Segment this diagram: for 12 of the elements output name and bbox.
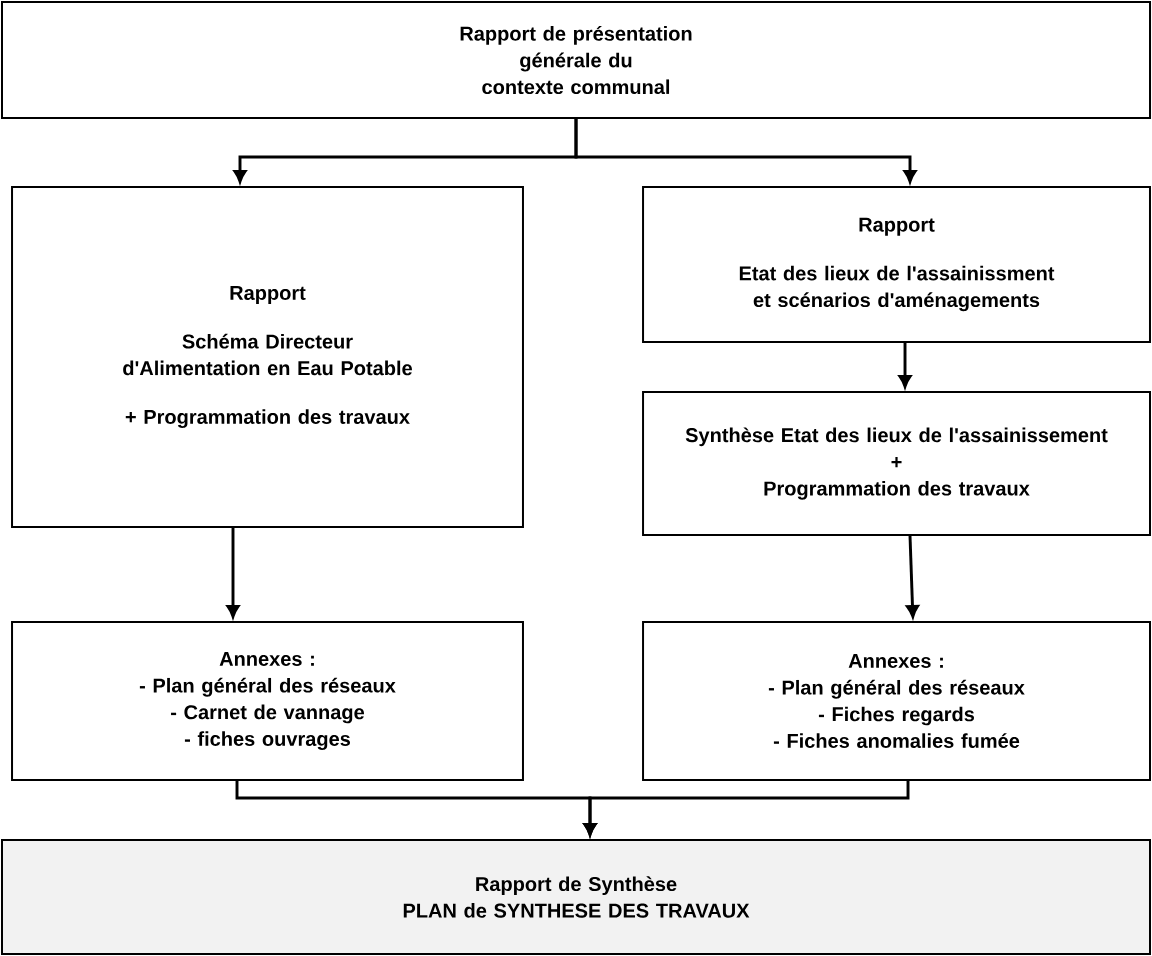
arrow: [226, 528, 240, 618]
process-box: Rapport Etat des lieux de l'assainissment et scénarios d'aménagements: [642, 186, 1151, 343]
arrow: [583, 781, 910, 836]
arrow: [574, 119, 917, 183]
process-box: Rapport de Synthèse PLAN de SYNTHESE DES TRAVAUX: [1, 839, 1151, 955]
arrow: [898, 342, 912, 388]
process-box: Annexes : - Plan général des réseaux - Fiches regards - Fiches anomalies fumée: [642, 621, 1151, 781]
process-box: Rapport Schéma Directeur d'Alimentation en Eau Potable + Programmation des travaux: [11, 186, 524, 528]
process-box: Annexes : - Plan général des réseaux - Carnet de vannage - fiches ouvrages: [11, 621, 524, 781]
process-box: Synthèse Etat des lieux de l'assainissement + Programmation des travaux: [642, 391, 1151, 536]
arrow: [906, 535, 919, 618]
process-box: Rapport de présentation générale du contexte communal: [1, 1, 1151, 119]
